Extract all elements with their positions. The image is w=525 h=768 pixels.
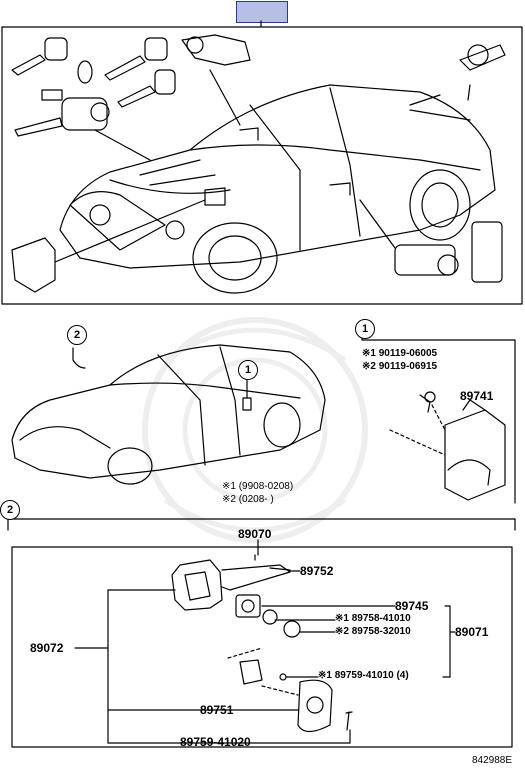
callout-circle-1-car: 1: [238, 360, 258, 380]
top-car-illustration: [59, 84, 496, 294]
callout-circle-2-top: 2: [67, 325, 87, 345]
callout-circle-1: 1: [355, 319, 375, 339]
bottom-leader-lines: [74, 546, 456, 744]
part-89741-label: 89741: [460, 389, 494, 403]
bottom-panel-frame: [11, 546, 513, 748]
middle-car-illustration: [11, 344, 326, 485]
note-s2-part: ※2 90119-06915: [362, 361, 438, 372]
top-keys-illustration: [11, 34, 506, 293]
part-89758-32010-label: ※2 89758-32010: [335, 626, 411, 637]
top-panel-frame: [1, 26, 523, 305]
part-89759-41010-label: ※1 89759-41010 (4): [318, 670, 409, 681]
part-89758-41010-label: ※1 89758-41010: [335, 613, 411, 624]
top-pointer-arrows: [54, 69, 441, 263]
key-assembly-illustration: [171, 559, 353, 733]
part-89070-label: 89070: [238, 527, 272, 541]
part-89072-label: 89072: [30, 641, 64, 655]
ecu-illustration: [361, 329, 516, 504]
date-note-1: ※1 (9908-0208): [222, 481, 294, 492]
header-highlight-box: [236, 1, 288, 23]
date-note-2: ※2 (0208- ): [222, 494, 274, 505]
note-s1-part: ※1 90119-06005: [362, 348, 438, 359]
part-89071-label: 89071: [455, 625, 489, 639]
catalog-code: 842988E: [472, 755, 513, 766]
part-89745-label: 89745: [395, 599, 429, 613]
part-89759-41020-label: 89759-41020: [180, 735, 251, 749]
part-89751-label: 89751: [200, 703, 234, 717]
watermark-emblem: [142, 317, 368, 543]
callout-circle-2-section: 2: [0, 500, 20, 520]
part-89752-label: 89752: [300, 564, 334, 578]
